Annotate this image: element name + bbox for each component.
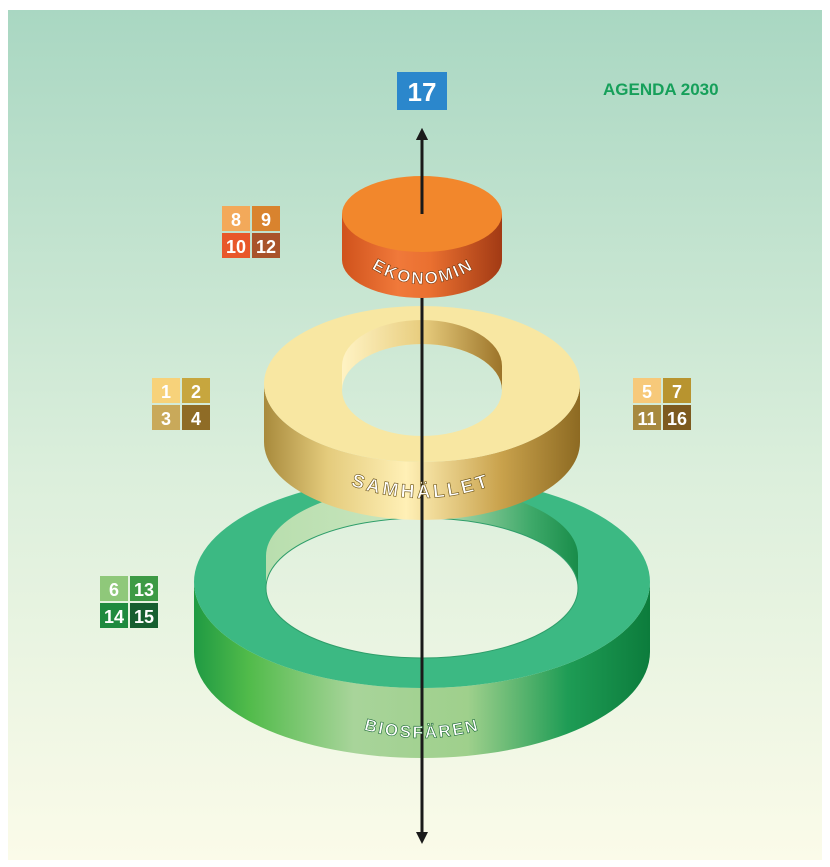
goal-7-label: 7 (672, 382, 682, 402)
goal-14-label: 14 (104, 607, 124, 627)
goal-17-label: 17 (408, 77, 437, 107)
society-ring (264, 306, 580, 520)
goal-13-label: 13 (134, 580, 154, 600)
goal-8-label: 8 (231, 210, 241, 230)
goal-3-label: 3 (161, 409, 171, 429)
society-left-goal-group: 1 2 3 4 (152, 378, 210, 430)
goal-11-label: 11 (637, 409, 656, 429)
agenda-title: AGENDA 2030 (603, 80, 719, 99)
goal-1-label: 1 (161, 382, 171, 402)
goal-15-label: 15 (134, 607, 154, 627)
goal-16-label: 16 (667, 409, 687, 429)
wedding-cake-diagram: EKONOMIN SAMHÄLLET BIOSFÄREN 17 AGENDA 2… (8, 10, 822, 860)
goal-9-label: 9 (261, 210, 271, 230)
biosphere-goal-group: 6 13 14 15 (100, 576, 158, 628)
goal-6-label: 6 (109, 580, 119, 600)
goal-5-label: 5 (642, 382, 652, 402)
economy-goal-group: 8 9 10 12 (222, 206, 280, 258)
goal-10-label: 10 (226, 237, 246, 257)
goal-2-label: 2 (191, 382, 201, 402)
goal-12-label: 12 (256, 237, 276, 257)
goal-4-label: 4 (191, 409, 201, 429)
goal-17-box: 17 (397, 72, 447, 110)
society-right-goal-group: 5 7 11 16 (633, 378, 691, 430)
